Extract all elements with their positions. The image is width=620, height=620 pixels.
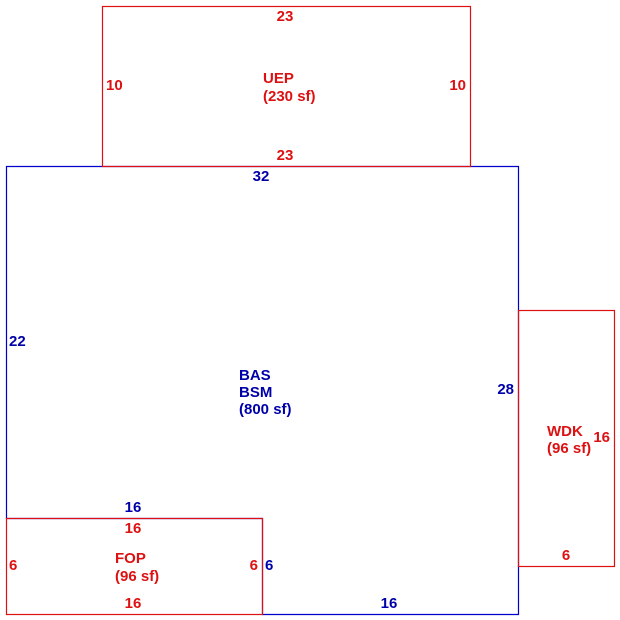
wdk-outline [517, 309, 616, 568]
bas-dim-inner-right: 6 [265, 557, 273, 574]
bas-dim-bottom: 16 [381, 595, 398, 612]
wdk-area: (96 sf) [547, 440, 591, 457]
uep-dim-bottom: 23 [277, 147, 294, 164]
uep-dim-top: 23 [277, 8, 294, 25]
uep-area: (230 sf) [263, 88, 316, 105]
bas-dim-inner-top: 16 [125, 499, 142, 516]
fop-code: FOP [115, 550, 146, 567]
fop-outline [5, 517, 264, 616]
bas-dim-right: 28 [497, 381, 514, 398]
wdk-dim-right: 16 [593, 429, 610, 446]
bas-dim-top: 32 [253, 168, 270, 185]
uep-code: UEP [263, 70, 294, 87]
fop-dim-bottom: 16 [125, 595, 142, 612]
fop-area: (96 sf) [115, 568, 159, 585]
bas-area: (800 sf) [239, 401, 292, 418]
fop-dim-right: 6 [250, 557, 258, 574]
wdk-dim-bottom: 6 [562, 547, 570, 564]
bas-code: BAS [239, 367, 271, 384]
bsm-code: BSM [239, 384, 272, 401]
fop-dim-top: 16 [125, 520, 142, 537]
bas-dim-left: 22 [9, 333, 26, 350]
wdk-code: WDK [547, 423, 583, 440]
uep-outline [101, 5, 472, 168]
uep-dim-left: 10 [106, 77, 123, 94]
fop-dim-left: 6 [9, 557, 17, 574]
uep-dim-right: 10 [449, 77, 466, 94]
